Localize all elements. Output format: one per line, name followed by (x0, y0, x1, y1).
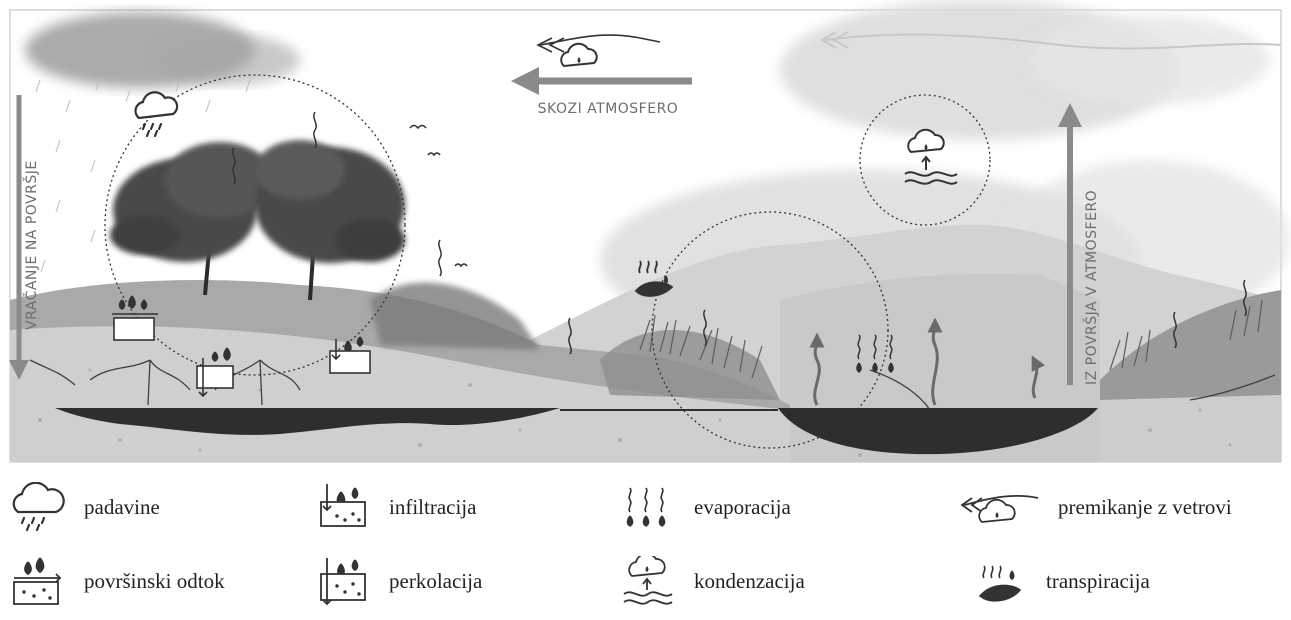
ground-right (1100, 395, 1281, 462)
legend-item-premikanje: premikanje z vetrovi (960, 482, 1232, 532)
percolation-icon (315, 556, 371, 606)
wind-movement-icon (960, 482, 1040, 532)
label-through-atmosphere: SKOZI ATMOSFERO (538, 101, 679, 117)
legend-item-infiltracija: infiltracija (315, 482, 476, 532)
rain-cloud-icon (10, 482, 66, 532)
legend-label: transpiracija (1046, 569, 1150, 594)
legend-label: premikanje z vetrovi (1058, 495, 1232, 520)
legend-item-evaporacija: evaporacija (620, 482, 791, 532)
infiltration-icon (315, 482, 371, 532)
label-back-to-surface: VRAČANJE NA POVRŠJE (22, 160, 40, 330)
legend-label: evaporacija (694, 495, 791, 520)
legend-item-kondenzacija: kondenzacija (620, 556, 805, 606)
legend-label: kondenzacija (694, 569, 805, 594)
legend-label: infiltracija (389, 495, 476, 520)
legend-item-povrsinski-odtok: površinski odtok (10, 556, 225, 606)
legend-item-padavine: padavine (10, 482, 160, 532)
surface-runoff-icon (10, 556, 66, 606)
legend-label: površinski odtok (84, 569, 225, 594)
label-surface-to-atmosphere: IZ POVRŠJA V ATMOSFERO (1082, 190, 1100, 385)
scene-illustration: SKOZI ATMOSFERO VRAČANJE NA POVRŠJE IZ P… (0, 0, 1291, 466)
condensation-icon (620, 556, 676, 606)
legend: padavine infiltracija evaporacija (0, 466, 1291, 620)
legend-label: perkolacija (389, 569, 482, 594)
evaporation-icon (620, 482, 676, 532)
legend-label: padavine (84, 495, 160, 520)
legend-item-transpiracija: transpiracija (972, 556, 1150, 606)
rock-face (780, 274, 1100, 410)
legend-item-perkolacija: perkolacija (315, 556, 482, 606)
transpiration-icon (972, 556, 1028, 606)
